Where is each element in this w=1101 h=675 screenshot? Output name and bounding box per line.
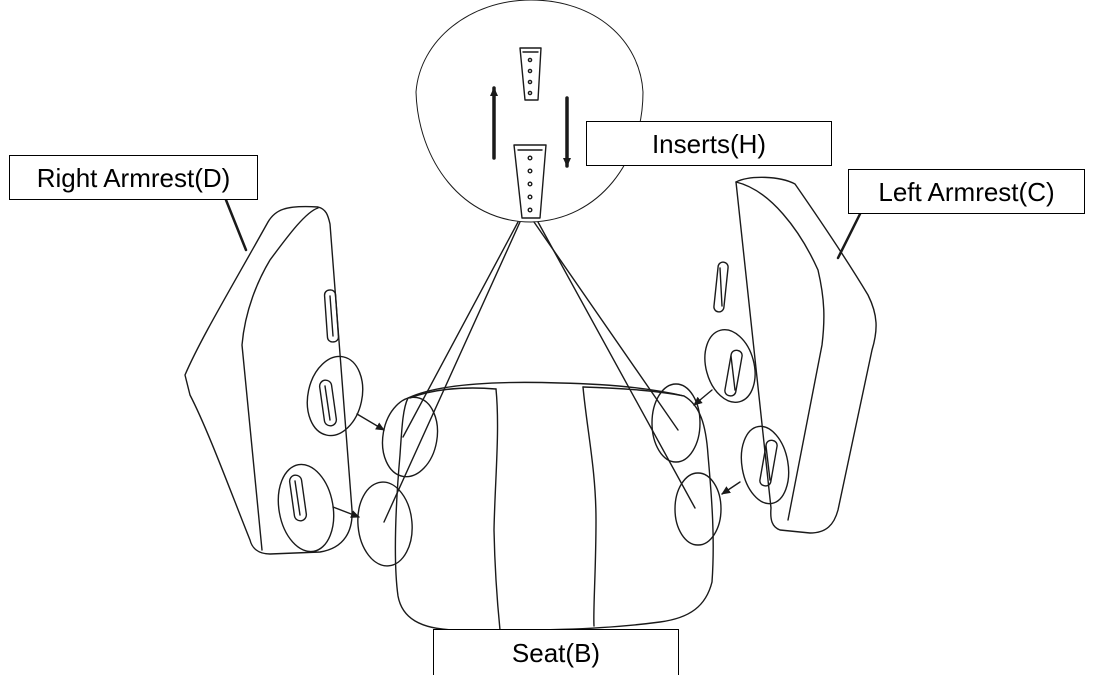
left-armrest-callout [836,212,862,260]
seat-part [394,381,714,632]
right-armrest-label: Right Armrest(D) [9,155,258,200]
insertion-arrows [332,389,741,518]
seat-circle-upper-right [381,396,439,478]
seat-label: Seat(B) [433,629,679,675]
seat-circle-lower-right [357,481,413,567]
seat-circle-upper-left [651,383,701,463]
inserts-detail [415,0,644,223]
left-armrest-part [704,176,877,534]
inserts-label: Inserts(H) [586,121,832,166]
left-armrest-label: Left Armrest(C) [848,169,1085,214]
insert-leader-lines [383,221,696,523]
seat-circle-lower-left [674,472,722,546]
right-armrest-callout [224,198,248,252]
right-armrest-part [184,205,364,555]
